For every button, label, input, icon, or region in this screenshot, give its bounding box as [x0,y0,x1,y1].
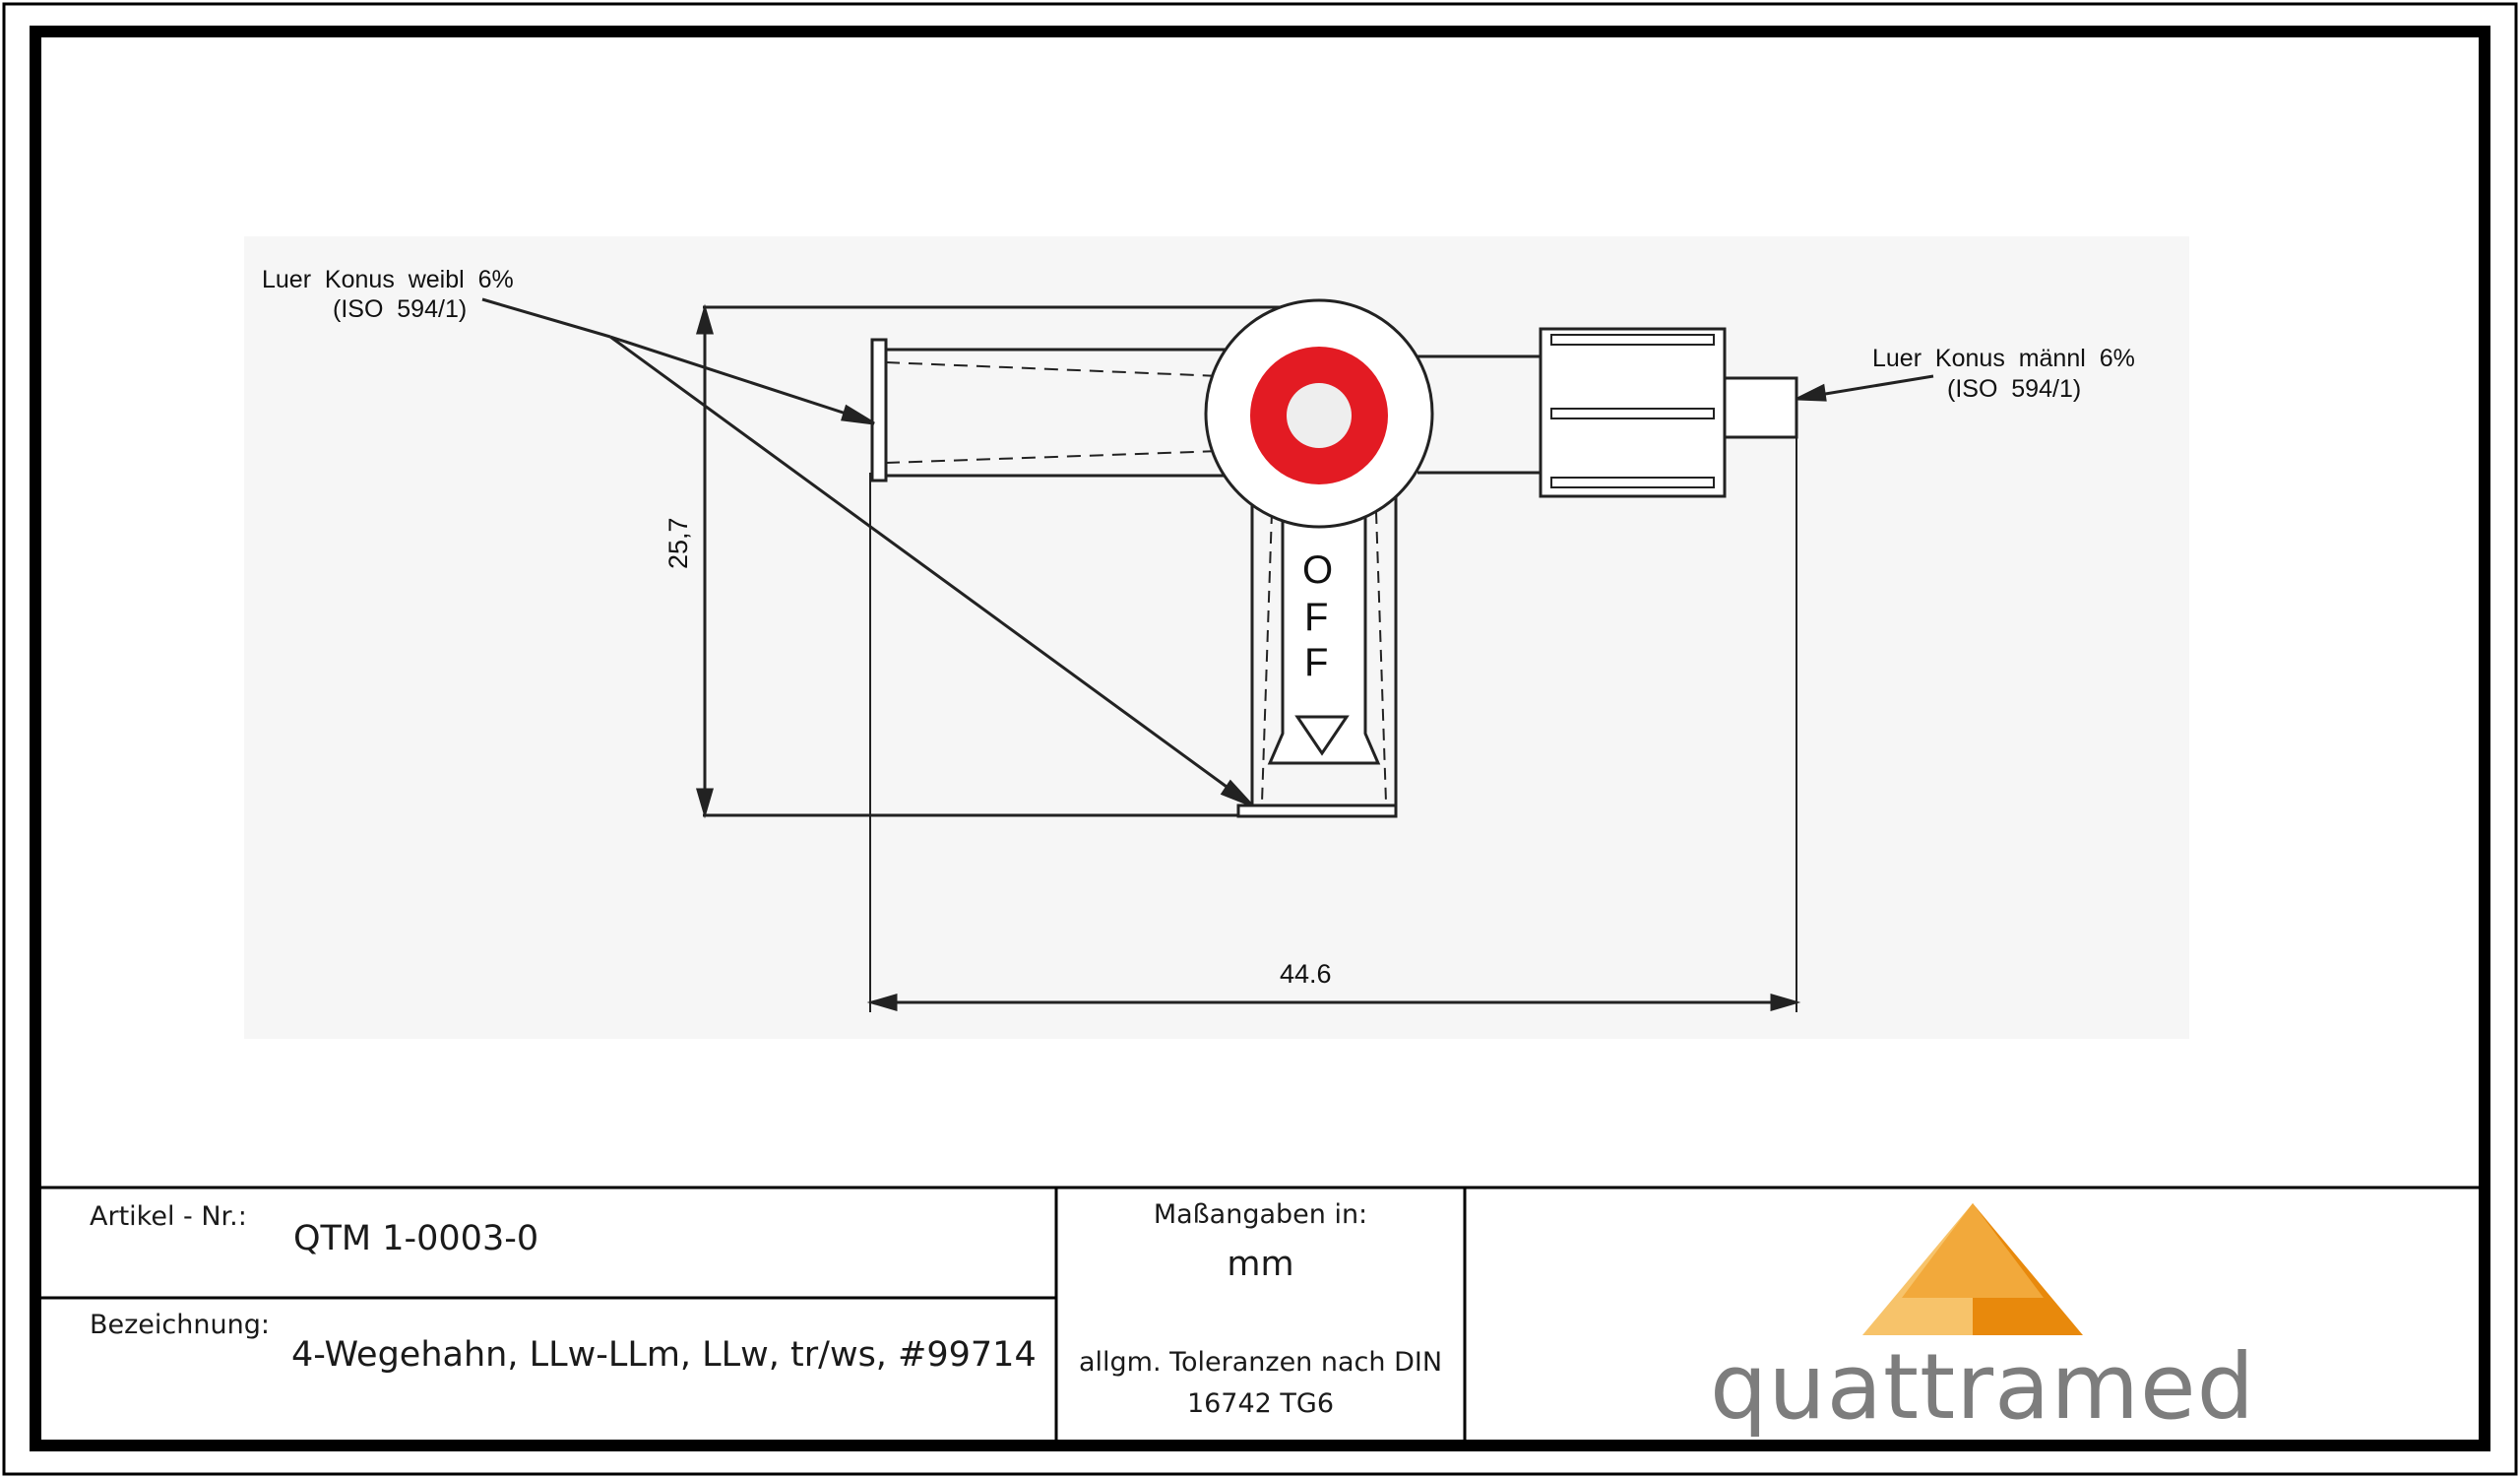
article-number: QTM 1-0003-0 [293,1219,539,1258]
units-value: mm [1227,1245,1294,1284]
units-label: Maßangaben in: [1153,1199,1368,1230]
designation-label: Bezeichnung: [90,1310,270,1340]
handle-letter-f1: F [1304,596,1328,639]
designation-value: 4-Wegehahn, LLw-LLm, LLw, tr/ws, #99714 [291,1335,1037,1375]
handle-letter-f2: F [1304,641,1328,684]
inner-frame [30,26,2490,1451]
title-block [35,1186,2485,1446]
tolerance-line2: 16742 TG6 [1186,1388,1335,1419]
stopcock-drawing [481,297,1934,1012]
quattramed-logo: quattramed [1710,1203,2255,1440]
logo-triangle-right [1973,1203,2083,1335]
logo-triangle-center [1902,1203,2044,1298]
logo-triangle-left [1862,1203,1973,1335]
tolerance-line1: allgm. Toleranzen nach DIN [1078,1347,1443,1378]
dimension-horizontal: 44.6 [1280,959,1332,989]
handle-letter-o: O [1302,548,1333,592]
dimension-vertical: 25,7 [663,517,693,569]
left-label-line1: Luer Konus weibl 6% [262,266,514,293]
logo-wordmark: quattramed [1710,1334,2255,1440]
left-label-line2: (ISO 594/1) [333,295,467,323]
right-label-line1: Luer Konus männl 6% [1872,345,2135,372]
right-label-line2: (ISO 594/1) [1947,375,2081,403]
article-label: Artikel - Nr.: [90,1201,247,1232]
